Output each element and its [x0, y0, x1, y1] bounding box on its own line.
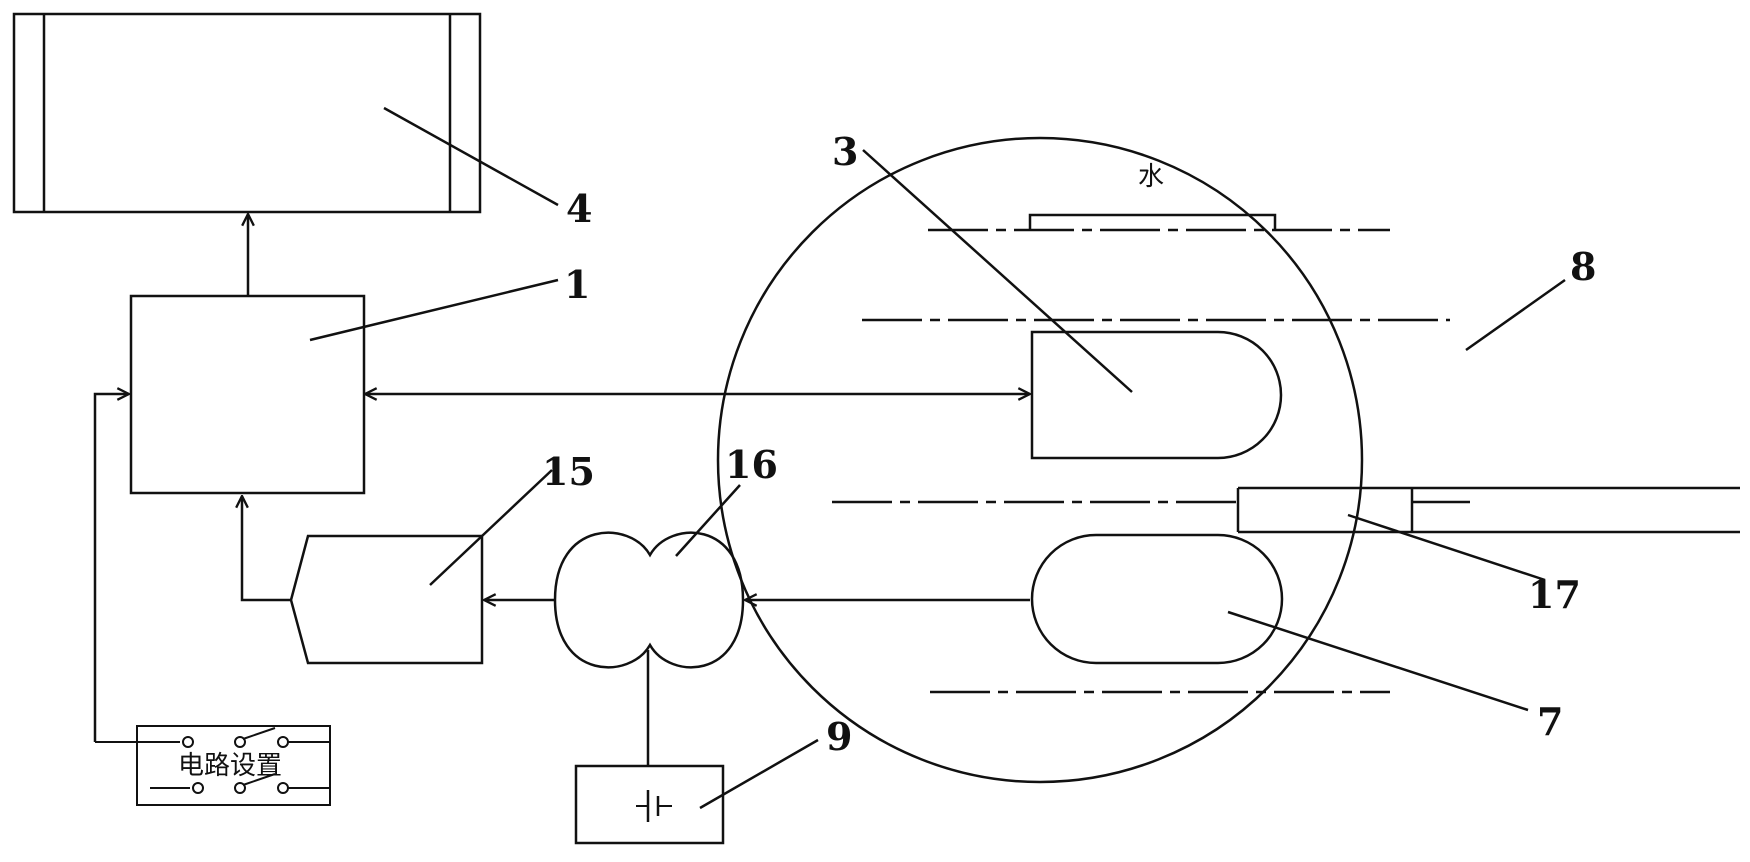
component-7-capsule [1030, 533, 1284, 665]
component-4-panel [12, 12, 482, 214]
label-16: 16 [725, 442, 778, 487]
water-marker [1028, 213, 1277, 230]
label-15: 15 [542, 449, 595, 494]
leader-7 [1227, 610, 1529, 712]
component-3-d-shape [1030, 330, 1283, 460]
label-8: 8 [1570, 244, 1596, 289]
label-4: 4 [566, 186, 592, 231]
leader-17 [1347, 513, 1546, 582]
leader-8 [1465, 278, 1566, 352]
leader-3 [862, 149, 1133, 393]
label-3: 3 [832, 129, 858, 174]
circuit-setting-box: 电路设置 [95, 725, 331, 806]
component-15-converter [289, 534, 484, 665]
label-1: 1 [564, 262, 590, 307]
component-1-controller [129, 294, 366, 495]
component-17-rod [1236, 486, 1740, 534]
water-label: 水 [1138, 162, 1164, 192]
arrow-15-to-1 [242, 496, 291, 602]
label-9: 9 [826, 714, 852, 759]
component-9-battery [574, 764, 725, 845]
leader-1 [309, 278, 559, 342]
component-16-twin-lobe [553, 531, 745, 669]
circuit-setting-label: 电路设置 [178, 751, 282, 781]
leader-16 [675, 484, 741, 557]
label-7: 7 [1537, 699, 1563, 744]
leader-15 [429, 469, 553, 586]
leader-4 [383, 106, 559, 207]
component-8-circle [716, 136, 1364, 784]
arrow-circuit-to-1 [93, 394, 129, 742]
leader-9 [699, 738, 819, 810]
label-17: 17 [1528, 572, 1581, 617]
